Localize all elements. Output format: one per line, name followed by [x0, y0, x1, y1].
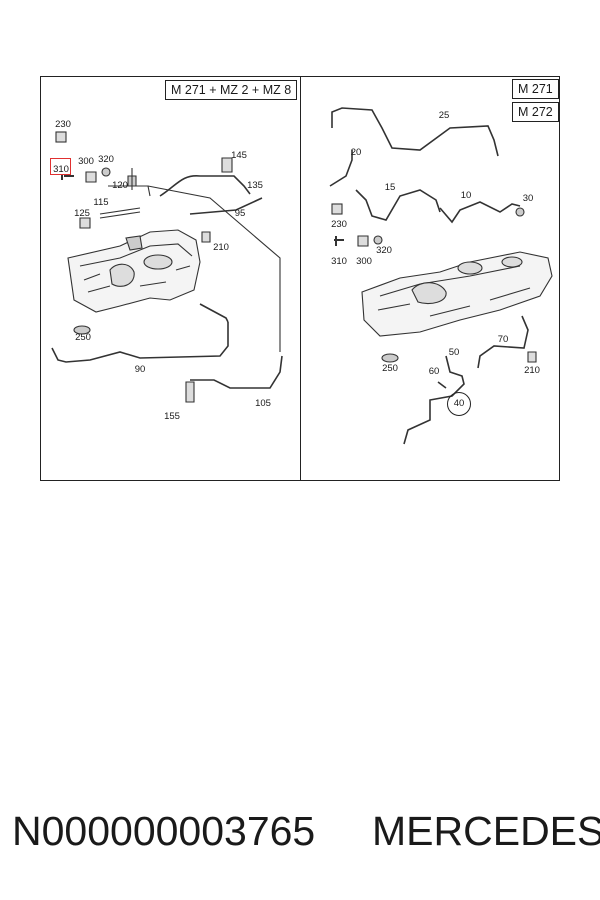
callout-145[interactable]: 145 — [231, 150, 247, 161]
callout-25[interactable]: 25 — [438, 110, 450, 121]
callout-15[interactable]: 15 — [384, 182, 396, 193]
callout-120[interactable]: 120 — [112, 180, 128, 191]
brand-text: MERCEDES — [372, 808, 600, 854]
callout-70[interactable]: 70 — [497, 334, 509, 345]
right-panel-header-m272: M 272 — [512, 102, 559, 122]
part-number-text: N000000003765 — [12, 808, 316, 854]
part-40-circle — [447, 392, 471, 416]
callout-300-right[interactable]: 300 — [356, 256, 372, 267]
panel-divider — [300, 76, 302, 481]
left-fuel-tank-drawing — [67, 229, 201, 335]
callout-20[interactable]: 20 — [350, 147, 362, 158]
callout-320-right[interactable]: 320 — [376, 245, 392, 256]
callout-60[interactable]: 60 — [428, 366, 440, 377]
left-small-parts — [55, 131, 281, 403]
callout-105[interactable]: 105 — [255, 398, 271, 409]
callout-250-right[interactable]: 250 — [382, 363, 398, 374]
callout-155[interactable]: 155 — [164, 411, 180, 422]
callout-320[interactable]: 320 — [98, 154, 114, 165]
callout-230[interactable]: 230 — [55, 119, 71, 130]
left-fuel-lines — [51, 175, 283, 389]
callout-230-right[interactable]: 230 — [331, 219, 347, 230]
callout-50[interactable]: 50 — [448, 347, 460, 358]
right-panel-header-m271: M 271 — [512, 79, 559, 99]
right-small-parts — [331, 203, 537, 363]
callout-135[interactable]: 135 — [247, 180, 263, 191]
callout-250[interactable]: 250 — [75, 332, 91, 343]
callout-310-right[interactable]: 310 — [331, 256, 347, 267]
callout-210-right[interactable]: 210 — [524, 365, 540, 376]
callout-90[interactable]: 90 — [134, 364, 146, 375]
callout-95[interactable]: 95 — [234, 208, 246, 219]
highlighted-part-box — [50, 158, 71, 175]
callout-125[interactable]: 125 — [74, 208, 90, 219]
callout-210[interactable]: 210 — [213, 242, 229, 253]
callout-300[interactable]: 300 — [78, 156, 94, 167]
callout-30[interactable]: 30 — [522, 193, 534, 204]
callout-310[interactable]: 310 — [53, 164, 69, 175]
callout-40[interactable]: 40 — [453, 398, 465, 409]
callout-115[interactable]: 115 — [93, 197, 109, 208]
callout-10[interactable]: 10 — [460, 190, 472, 201]
right-fuel-tank-drawing — [361, 251, 553, 363]
left-panel-header: M 271 + MZ 2 + MZ 8 — [165, 80, 298, 100]
